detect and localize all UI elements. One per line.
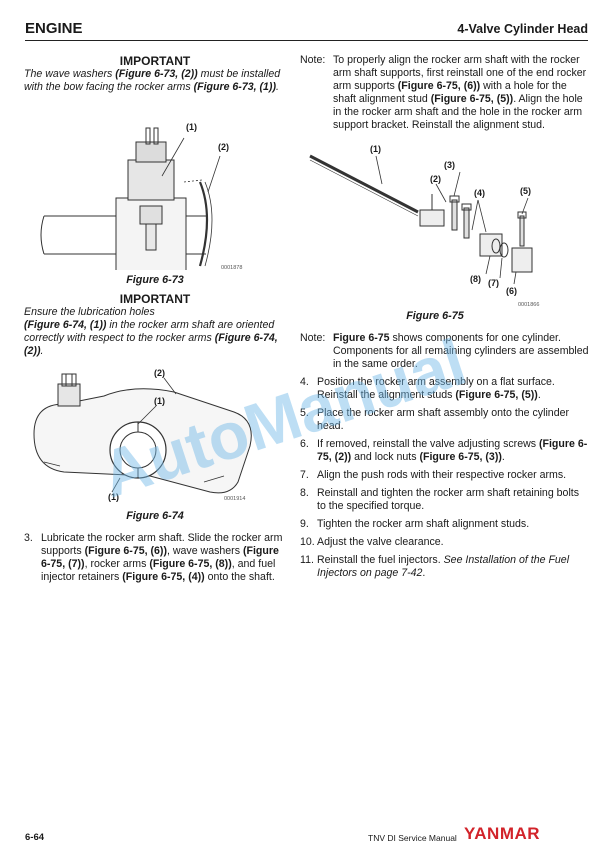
figure-6-73-id: 0001878 — [221, 265, 242, 270]
figure-6-75-label-3: (3) — [444, 160, 455, 170]
figure-6-74-caption: Figure 6-74 — [126, 510, 184, 522]
figure-6-74-label-1: (1) — [154, 396, 165, 406]
step-text: Reinstall the fuel injectors. See Instal… — [317, 554, 570, 579]
figure-ref: (Figure 6-74, (1)) — [24, 319, 107, 331]
figure-6-73-label-1: (1) — [186, 122, 197, 132]
manual-title: TNV DI Service Manual — [368, 833, 457, 843]
step-6: 6. If removed, reinstall the valve adjus… — [300, 438, 590, 464]
step-text: Tighten the rocker arm shaft alignment s… — [317, 518, 530, 530]
important-text: Ensure the lubrication holes(Figure 6-74… — [24, 306, 278, 357]
step-text: Reinstall and tighten the rocker arm sha… — [317, 487, 580, 512]
figure-6-74-label-2: (2) — [154, 368, 165, 378]
step-text: Lubricate the rocker arm shaft. Slide th… — [41, 532, 283, 583]
step-number: 3. — [24, 532, 33, 544]
header-rule — [25, 40, 588, 41]
figure-6-75-label-8: (8) — [470, 274, 481, 284]
step-number: 5. — [300, 407, 309, 419]
important-box-2: IMPORTANT Ensure the lubrication holes(F… — [24, 292, 286, 358]
note-text: To properly align the rocker arm shaft w… — [333, 54, 587, 131]
figure-6-75-illustration: (1) (2) (3) (4) (5) (6) (7) (8) 0001866 — [309, 144, 539, 308]
cross-reference-link[interactable]: See Installation of the Fuel Injectors o… — [317, 554, 570, 579]
figure-6-75-label-1: (1) — [370, 144, 381, 154]
figure-ref: (Figure 6-73, (2)) — [115, 68, 198, 80]
figure-6-75-label-7: (7) — [488, 278, 499, 288]
left-column: IMPORTANT The wave washers (Figure 6-73,… — [24, 54, 286, 584]
figure-6-75-label-6: (6) — [506, 286, 517, 296]
step-number: 9. — [300, 518, 309, 530]
section-title: ENGINE — [25, 20, 83, 37]
note-2: Note: Figure 6-75 shows components for o… — [300, 332, 590, 371]
step-number: 10. — [300, 536, 315, 548]
step-11: 11. Reinstall the fuel injectors. See In… — [300, 554, 590, 580]
step-4: 4. Position the rocker arm assembly on a… — [300, 376, 590, 402]
figure-ref: (Figure 6-74, (2)) — [24, 332, 278, 357]
step-3: 3. Lubricate the rocker arm shaft. Slide… — [24, 532, 286, 584]
step-number: 7. — [300, 469, 309, 481]
important-text: The wave washers (Figure 6-73, (2)) must… — [24, 68, 281, 93]
figure-6-75-id: 0001866 — [518, 302, 539, 308]
figure-6-74-illustration: (1) (2) (1) 0001914 — [33, 368, 252, 502]
step-8: 8. Reinstall and tighten the rocker arm … — [300, 487, 590, 513]
chapter-title: 4-Valve Cylinder Head — [457, 22, 588, 36]
step-number: 6. — [300, 438, 309, 450]
step-5: 5. Place the rocker arm shaft assembly o… — [300, 407, 590, 433]
figure-6-75-label-5: (5) — [520, 186, 531, 196]
step-10: 10. Adjust the valve clearance. — [300, 536, 590, 549]
figure-6-75-label-2: (2) — [430, 174, 441, 184]
note-label: Note: — [300, 54, 326, 66]
figure-6-75-label-4: (4) — [474, 188, 485, 198]
figure-6-74-label-1-lower: (1) — [108, 492, 119, 502]
step-9: 9. Tighten the rocker arm shaft alignmen… — [300, 518, 590, 531]
right-column: Note: To properly align the rocker arm s… — [300, 54, 590, 580]
figure-6-74-id: 0001914 — [224, 496, 245, 502]
step-number: 11. — [300, 554, 314, 566]
figure-ref: (Figure 6-73, (1)) — [193, 81, 276, 93]
step-text: Align the push rods with their respectiv… — [317, 469, 567, 481]
important-title: IMPORTANT — [119, 54, 191, 68]
step-text: Position the rocker arm assembly on a fl… — [317, 376, 555, 401]
step-text: Adjust the valve clearance. — [317, 536, 444, 548]
step-number: 4. — [300, 376, 309, 388]
important-box-1: IMPORTANT The wave washers (Figure 6-73,… — [24, 54, 286, 94]
note-text: Figure 6-75 shows components for one cyl… — [333, 332, 589, 370]
figure-6-73-illustration: (1) (2) 0001878 — [40, 122, 242, 270]
step-7: 7. Align the push rods with their respec… — [300, 469, 590, 482]
page-number: 6-64 — [25, 832, 45, 843]
yanmar-logo: YANMAR — [464, 824, 541, 843]
figure-6-73-label-2: (2) — [218, 142, 229, 152]
note-label: Note: — [300, 332, 326, 344]
step-text: If removed, reinstall the valve adjustin… — [317, 438, 588, 463]
figure-6-73-caption: Figure 6-73 — [126, 274, 184, 286]
figure-6-75-caption: Figure 6-75 — [406, 310, 464, 322]
step-text: Place the rocker arm shaft assembly onto… — [317, 407, 570, 432]
note-1: Note: To properly align the rocker arm s… — [300, 54, 590, 132]
step-number: 8. — [300, 487, 309, 499]
important-title: IMPORTANT — [119, 292, 191, 306]
